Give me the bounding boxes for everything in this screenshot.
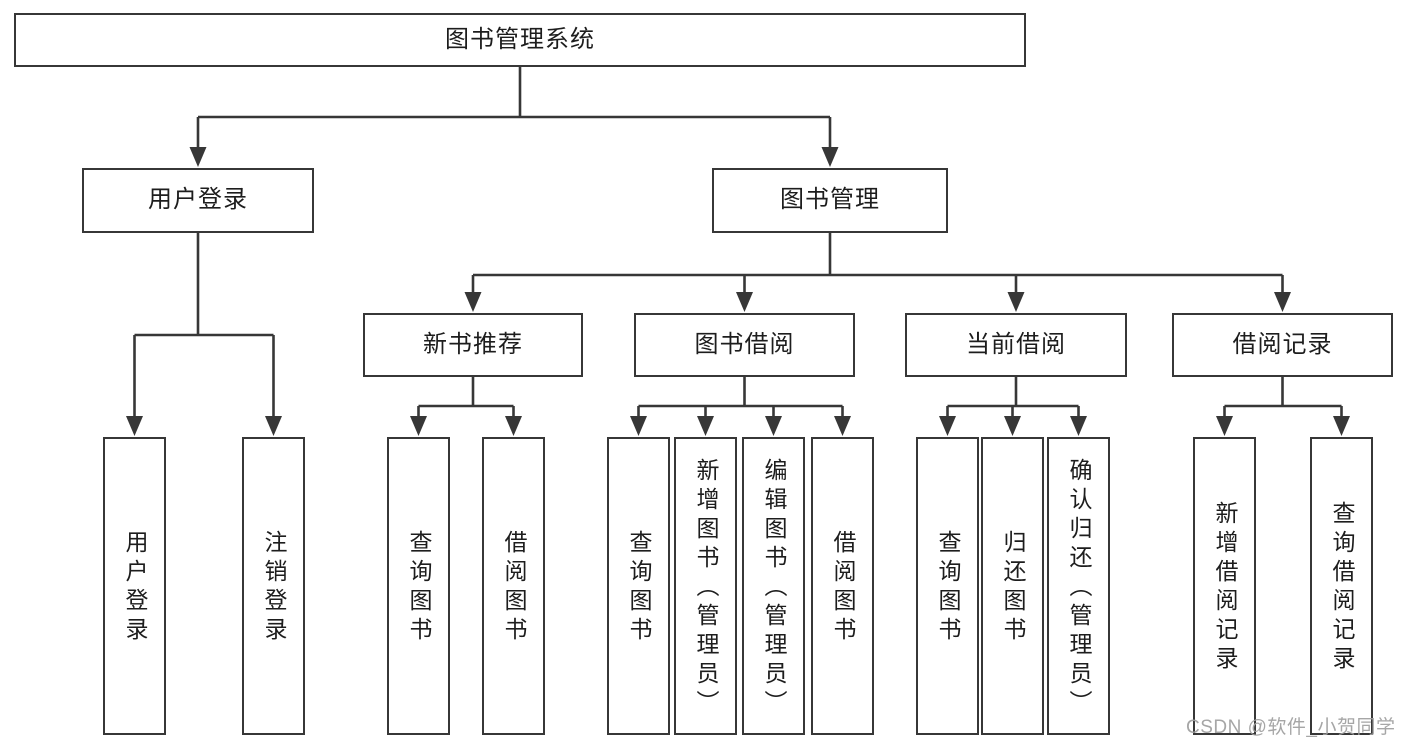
- node-rec: 新书推荐: [363, 313, 583, 377]
- node-login: 用户登录: [82, 168, 314, 233]
- node-login-login: 用户登录: [103, 437, 166, 735]
- node-rec2-add: 新增借阅记录: [1193, 437, 1256, 735]
- node-borrow: 图书借阅: [634, 313, 855, 377]
- node-cur-confirm: 确认归还（管理员）: [1047, 437, 1110, 735]
- node-cur-query: 查询图书: [916, 437, 979, 735]
- node-rec2-query: 查询借阅记录: [1310, 437, 1373, 735]
- node-cur-return: 归还图书: [981, 437, 1044, 735]
- node-current: 当前借阅: [905, 313, 1127, 377]
- node-record: 借阅记录: [1172, 313, 1393, 377]
- node-borrow-edit: 编辑图书（管理员）: [742, 437, 805, 735]
- node-mgmt: 图书管理: [712, 168, 948, 233]
- node-borrow-query: 查询图书: [607, 437, 670, 735]
- node-borrow-borrow: 借阅图书: [811, 437, 874, 735]
- node-borrow-add: 新增图书（管理员）: [674, 437, 737, 735]
- node-root: 图书管理系统: [14, 13, 1026, 67]
- watermark: CSDN @软件_小贺同学: [1186, 717, 1396, 738]
- node-rec-borrow: 借阅图书: [482, 437, 545, 735]
- node-rec-query: 查询图书: [387, 437, 450, 735]
- node-login-logout: 注销登录: [242, 437, 305, 735]
